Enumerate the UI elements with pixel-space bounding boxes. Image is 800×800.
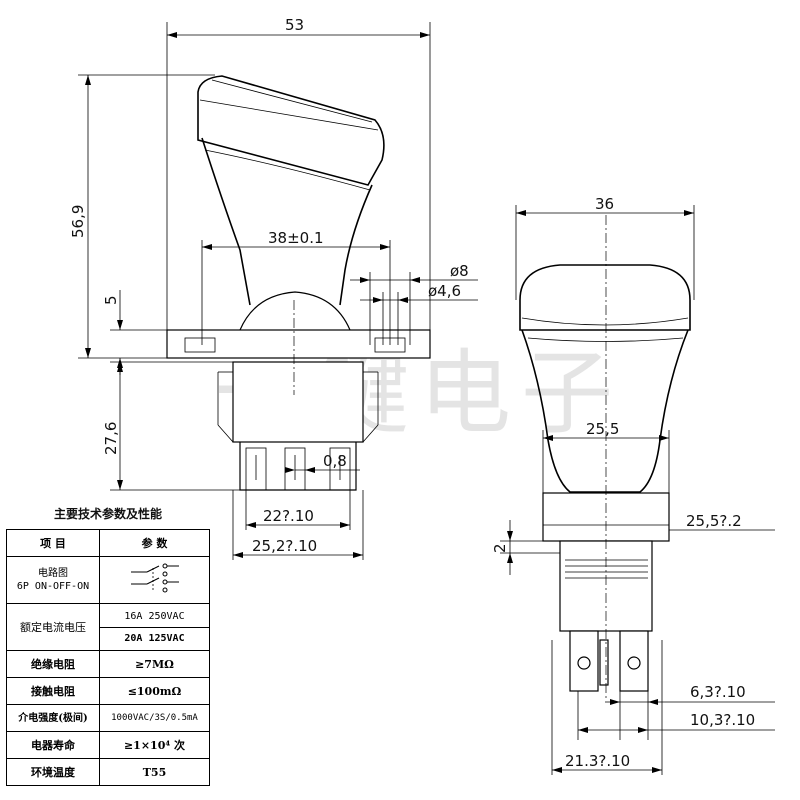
dim-terminal-thickness: 0,8	[323, 452, 347, 470]
row-value-contact: ≤100mΩ	[99, 677, 210, 705]
rating-value-2: 20A 125VAC	[124, 632, 185, 644]
row-label-temperature: 环境温度	[6, 758, 100, 786]
row-value-temperature: T55	[99, 758, 210, 786]
dim-body-inner: 22?.10	[263, 507, 314, 525]
row-label-life: 电器寿命	[6, 731, 100, 759]
row-label-rating: 额定电流电压	[6, 603, 100, 651]
table-row: 项 目 参 数	[6, 529, 210, 557]
table-row: 环境温度 T55	[6, 758, 210, 786]
front-flange	[166, 329, 431, 359]
side-actuator-cap	[519, 264, 691, 331]
dim-overall-height: 56,9	[69, 205, 87, 238]
circuit-diagram	[99, 556, 210, 604]
dim-top-width: 36	[595, 195, 614, 213]
table-row: 电器寿命 ≥1×10⁴ 次	[6, 731, 210, 759]
front-view: 53 56,9 5 27,6 38±0.1	[69, 16, 478, 560]
side-terminal-left	[569, 630, 599, 692]
front-body	[232, 361, 364, 443]
table-row: 介电强度(极间) 1000VAC/3S/0.5mA	[6, 704, 210, 732]
row-value-life: ≥1×10⁴ 次	[99, 731, 210, 759]
front-dome	[239, 291, 351, 331]
table-row: 绝缘电阻 ≥7MΩ	[6, 650, 210, 678]
row-value-insulation: ≥7MΩ	[99, 650, 210, 678]
dim-neck-width: 25,5	[586, 420, 619, 438]
front-actuator-cap	[197, 75, 385, 186]
dim-bottom-width: 21.3?.10	[565, 752, 630, 770]
side-view: 36 25,5 25,5?.2 2 6,3?.10 10,3?.10	[491, 195, 775, 775]
row-value-rating: 16A 250VAC 20A 125VAC	[99, 603, 210, 651]
dim-overall-width: 53	[285, 16, 304, 34]
dim-hole-outer: ø8	[450, 262, 469, 280]
dim-body-height: 27,6	[102, 422, 120, 455]
spec-table: 项 目 参 数 电路图 6P ON-OFF-ON 额定电流电压 16A	[6, 529, 210, 786]
row-label-insulation: 绝缘电阻	[6, 650, 100, 678]
dim-hole-inner: ø4,6	[428, 282, 461, 300]
table-row: 接触电阻 ≤100mΩ	[6, 677, 210, 705]
side-actuator-neck	[521, 329, 689, 493]
dim-side-flange: 2	[491, 543, 509, 553]
row-label-contact: 接触电阻	[6, 677, 100, 705]
table-row: 额定电流电压 16A 250VAC 20A 125VAC	[6, 603, 210, 651]
header-item: 项 目	[6, 529, 100, 557]
header-value: 参 数	[99, 529, 210, 557]
rating-value-1: 16A 250VAC	[100, 606, 209, 628]
dim-body-outer: 25,2?.10	[252, 537, 317, 555]
dim-terminal-a: 6,3?.10	[690, 683, 746, 701]
dim-flange: 5	[102, 295, 120, 305]
dim-terminal-b: 10,3?.10	[690, 711, 755, 729]
side-terminal-right	[619, 630, 649, 692]
row-label-dielectric: 介电强度(极间)	[6, 704, 100, 732]
row-label-circuit: 电路图 6P ON-OFF-ON	[6, 556, 100, 604]
spec-table-title: 主要技术参数及性能	[53, 507, 162, 521]
table-row: 电路图 6P ON-OFF-ON	[6, 556, 210, 604]
dim-mount-spacing: 38±0.1	[268, 229, 324, 247]
dim-body-width: 25,5?.2	[686, 512, 742, 530]
row-value-dielectric: 1000VAC/3S/0.5mA	[99, 704, 210, 732]
